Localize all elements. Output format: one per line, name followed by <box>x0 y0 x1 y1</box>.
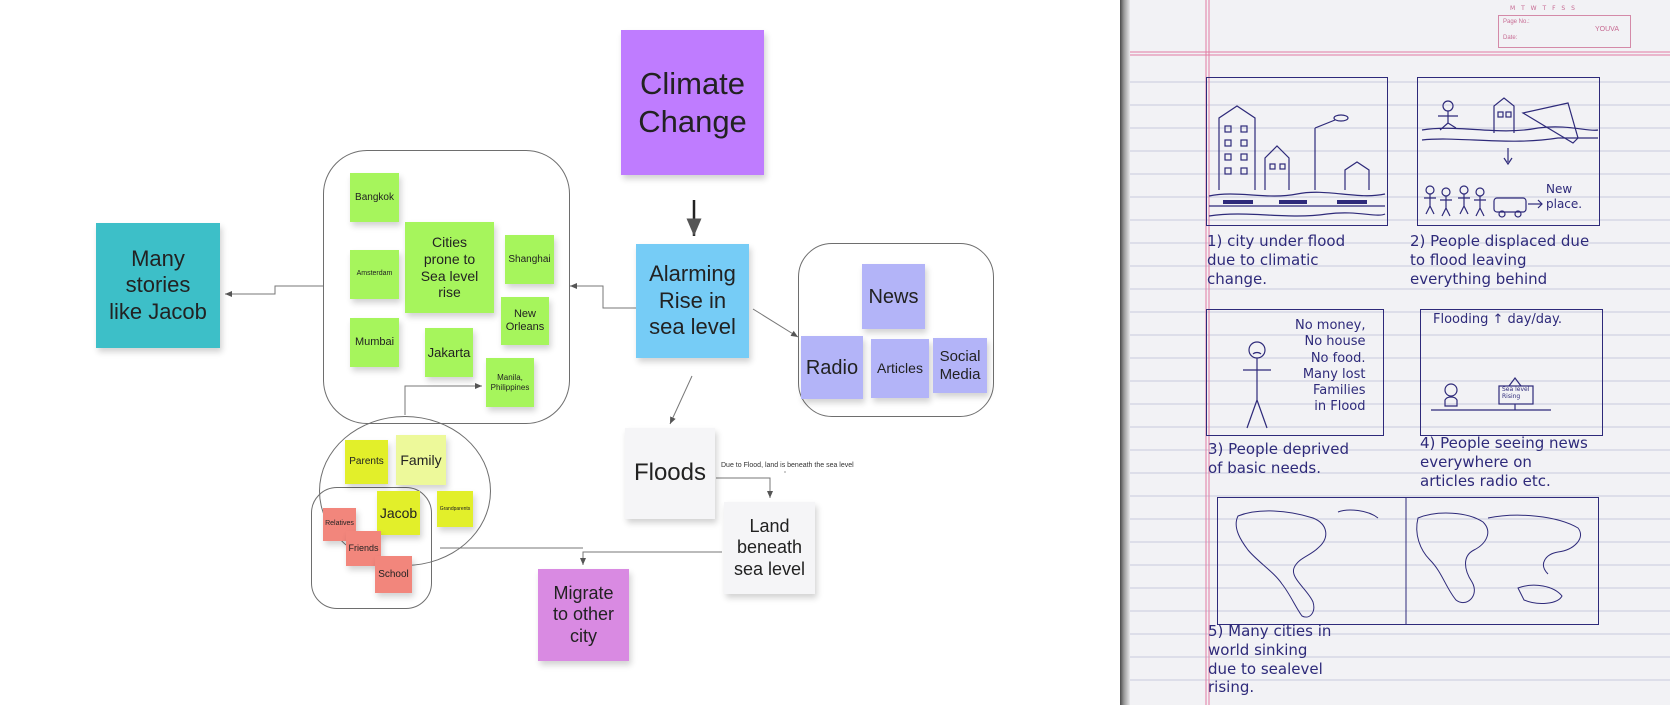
news-note[interactable]: News <box>862 264 925 329</box>
city-flood-sketch <box>1208 105 1386 217</box>
cities-group-frame <box>323 150 570 424</box>
storyboard-panel-5 <box>1217 497 1599 625</box>
storyboard-panel-1 <box>1206 77 1388 226</box>
many-stories-note[interactable]: Many stories like Jacob <box>96 223 220 348</box>
caption-5: 5) Many cities in world sinking due to s… <box>1208 622 1332 697</box>
connector-people-to-manila <box>404 383 482 415</box>
city-note-manila[interactable]: Manila, Philippines <box>486 358 534 407</box>
climate-change-note[interactable]: Climate Change <box>621 30 764 175</box>
city-note-shanghai[interactable]: Shanghai <box>505 235 554 284</box>
displaced-people-sketch <box>1421 97 1599 218</box>
flood-annotation[interactable]: Due to Flood, land is beneath the sea le… <box>721 462 854 469</box>
caption-1: 1) city under flood due to climatic chan… <box>1207 232 1346 288</box>
panel4-header-text: Flooding ↑ day/day. <box>1433 312 1562 327</box>
floods-note[interactable]: Floods <box>625 428 715 519</box>
panel4-sign-text: Sea level Rising <box>1502 386 1530 400</box>
mind-map-board: Climate Change Alarming Rise in sea leve… <box>96 30 994 661</box>
school-note[interactable]: School <box>375 556 412 593</box>
notebook-binding <box>1120 0 1130 705</box>
tv-watcher-sketch <box>1431 377 1551 411</box>
alarming-rise-note[interactable]: Alarming Rise in sea level <box>636 244 749 358</box>
connector-center-to-cities <box>570 283 636 309</box>
connector-center-to-media <box>752 308 799 338</box>
parents-note[interactable]: Parents <box>345 440 388 484</box>
city-note-amsterdam[interactable]: Amsterdam <box>350 250 399 299</box>
connector-layer <box>225 200 799 565</box>
world-map-sketch <box>1235 498 1581 624</box>
grandparents-note[interactable]: Grandparents <box>437 491 473 527</box>
notebook-ruling <box>1130 0 1670 705</box>
school-group-frame <box>311 487 432 609</box>
jacob-note[interactable]: Jacob <box>377 491 420 535</box>
caption-2: 2) People displaced due to flood leaving… <box>1410 232 1590 288</box>
migrate-note[interactable]: Migrate to other city <box>538 569 629 661</box>
media-group-frame <box>798 243 994 417</box>
storyboard-panel-4: Flooding ↑ day/day. Sea level Rising <box>1420 309 1603 436</box>
panel3-text: No money, No house No food. Many lost Fa… <box>1295 318 1366 415</box>
land-beneath-note[interactable]: Land beneath sea level <box>724 502 815 594</box>
storyboard-panel-2: New place. <box>1417 77 1600 226</box>
radio-note[interactable]: Radio <box>801 336 863 399</box>
storyboard-panel-3: No money, No house No food. Many lost Fa… <box>1206 309 1384 436</box>
cities-header-note[interactable]: Cities prone to Sea level rise <box>405 222 494 313</box>
articles-note[interactable]: Articles <box>871 339 929 398</box>
city-note-new-orleans[interactable]: New Orleans <box>501 297 549 345</box>
brand-label: YOUVA <box>1595 26 1619 33</box>
caption-3: 3) People deprived of basic needs. <box>1208 440 1349 477</box>
date-label: Date: <box>1503 35 1518 41</box>
notebook-photo: M T W T F S S Page No.: Date: YOUVA <box>1120 0 1670 705</box>
page-header-box: Page No.: Date: YOUVA <box>1498 15 1631 48</box>
connector-center-to-floods <box>669 375 693 425</box>
city-note-jakarta[interactable]: Jakarta <box>425 328 473 377</box>
panel2-new-place-text: New place. <box>1546 182 1583 211</box>
connector-floods-to-land <box>716 477 773 498</box>
social-media-note[interactable]: Social Media <box>933 338 987 393</box>
connector-land-to-migrate <box>580 551 722 565</box>
family-note[interactable]: Family <box>396 435 446 485</box>
caption-4: 4) People seeing news everywhere on arti… <box>1420 434 1588 490</box>
connector-cities-to-stories <box>225 285 324 297</box>
page-no-label: Page No.: <box>1503 19 1530 25</box>
city-note-bangkok[interactable]: Bangkok <box>350 173 399 222</box>
city-note-mumbai[interactable]: Mumbai <box>350 318 399 367</box>
deprived-person-sketch <box>1243 341 1271 429</box>
weekday-strip: M T W T F S S <box>1510 5 1577 12</box>
